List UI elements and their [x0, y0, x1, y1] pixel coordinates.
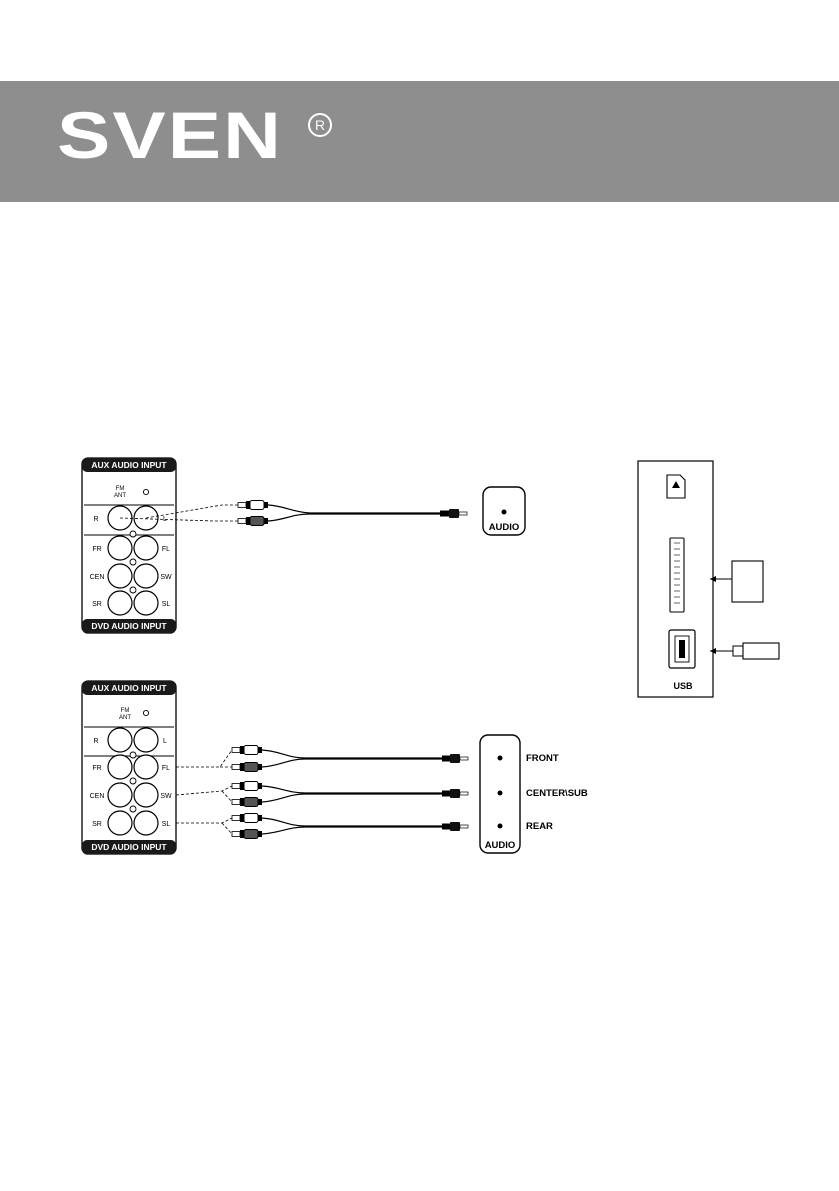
side-panel: USB — [637, 460, 780, 698]
aux-audio-input-title: AUX AUDIO INPUT — [91, 683, 167, 693]
sw-label: SW — [160, 793, 172, 800]
aux-audio-input-title: AUX AUDIO INPUT — [91, 460, 167, 470]
audio-label-top: AUDIO — [489, 522, 520, 533]
audio-label-bottom: AUDIO — [485, 840, 516, 851]
ant-label: ANT — [114, 493, 126, 499]
memory-card-icon — [731, 560, 764, 603]
cable-rear — [176, 813, 469, 839]
r-label: R — [93, 516, 98, 523]
audio-source-bottom: AUDIO FRONT CENTER\SUB REAR — [479, 734, 588, 854]
sr-label: SR — [92, 601, 102, 608]
fm-label: FM — [121, 708, 130, 714]
dvd-audio-input-title: DVD AUDIO INPUT — [91, 621, 167, 631]
usb-label: USB — [673, 681, 693, 691]
header-band — [0, 81, 839, 202]
output-center-sub-label: CENTER\SUB — [526, 788, 588, 799]
speaker-panel-bottom: AUX AUDIO INPUT DVD AUDIO INPUT FM ANT R… — [81, 680, 177, 855]
usb-stick-icon — [742, 642, 780, 660]
l-label: L — [163, 738, 167, 745]
audio-source-top: AUDIO — [482, 486, 526, 536]
sl-label: SL — [162, 601, 171, 608]
brand-logo: SVEN — [57, 98, 283, 172]
fm-label: FM — [116, 486, 125, 492]
speaker-panel-top: AUX AUDIO INPUT DVD AUDIO INPUT FM ANT R… — [81, 457, 177, 634]
card-slot — [669, 537, 685, 613]
cen-label: CEN — [90, 793, 105, 800]
arrow-icon — [710, 576, 716, 582]
ant-label: ANT — [119, 715, 131, 721]
dvd-audio-input-title: DVD AUDIO INPUT — [91, 842, 167, 852]
sr-label: SR — [92, 821, 102, 828]
fl-label: FL — [162, 765, 170, 772]
fr-label: FR — [92, 765, 101, 772]
rca-plug-top-1 — [237, 500, 268, 510]
fr-label: FR — [92, 546, 101, 553]
cable-front — [176, 745, 469, 772]
cen-label: CEN — [90, 574, 105, 581]
registered-mark: R — [308, 113, 332, 137]
triangle-icon — [672, 481, 680, 488]
cable-center-sub — [175, 781, 469, 807]
cable-top — [119, 500, 468, 526]
sl-label: SL — [162, 821, 171, 828]
rca-plug-top-2 — [237, 516, 268, 526]
sw-label: SW — [160, 574, 172, 581]
output-rear-label: REAR — [526, 821, 553, 832]
fl-label: FL — [162, 546, 170, 553]
arrow-icon — [710, 648, 716, 654]
mini-jack-top — [440, 509, 468, 518]
r-label: R — [93, 738, 98, 745]
output-front-label: FRONT — [526, 753, 559, 764]
